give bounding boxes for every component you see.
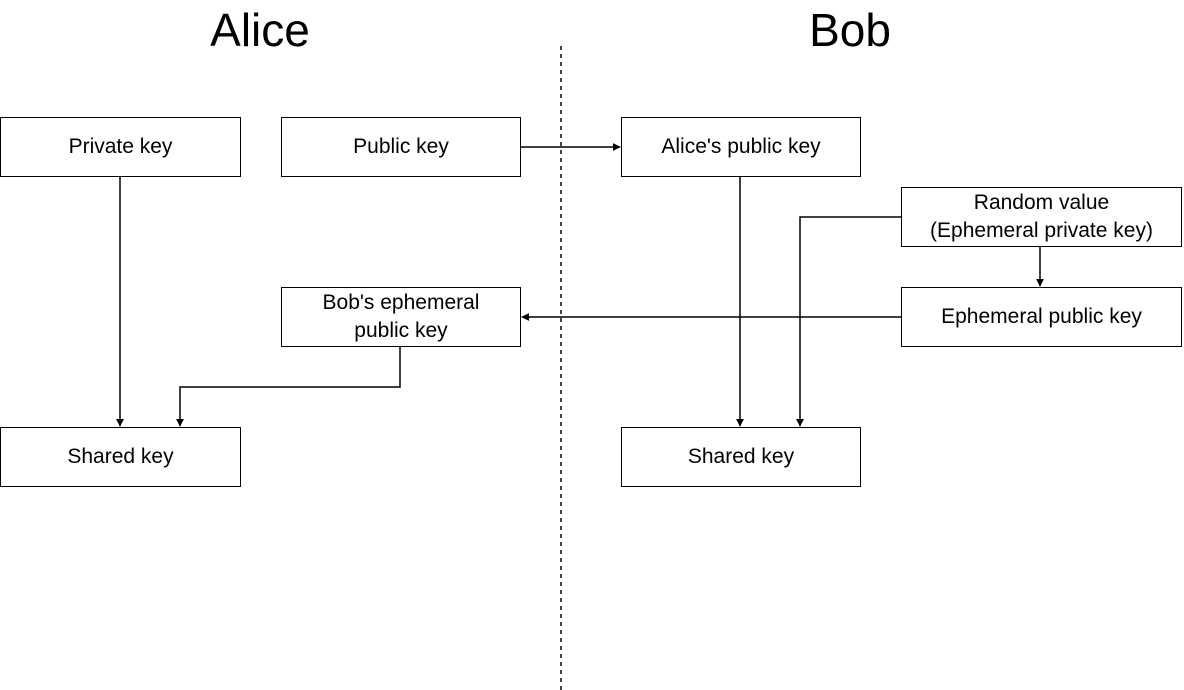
bob-alice-public-key-box: Alice's public key [621,117,861,177]
bob-heading: Bob [809,4,891,56]
arrow-bob-ephemeral-to-alice-shared-key [176,347,401,427]
bob-random-value-box: Random value (Ephemeral private key) [901,187,1182,247]
bob-ephemeral-public-key-box: Ephemeral public key [901,287,1182,347]
arrow-random-value-to-bob-shared-key [796,216,901,427]
alice-heading: Alice [210,4,310,56]
alice-public-key-box: Public key [281,117,521,177]
bob-shared-key-box: Shared key [621,427,861,487]
alice-bob-ephemeral-public-key-box: Bob's ephemeral public key [281,287,521,347]
alice-private-key-box: Private key [0,117,241,177]
alice-shared-key-box: Shared key [0,427,241,487]
